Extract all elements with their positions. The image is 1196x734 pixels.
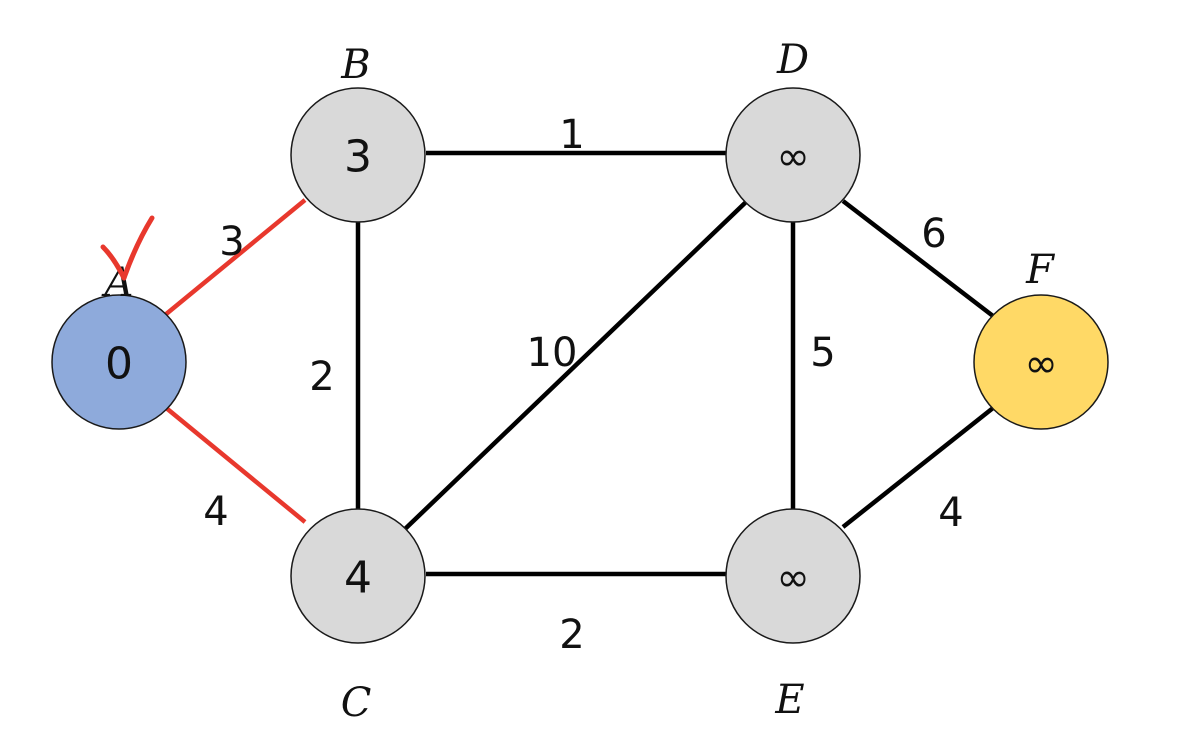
node-distance-f: ∞ [1024, 341, 1057, 387]
node-distance-c: 4 [344, 553, 372, 604]
node-name-c: C [341, 680, 372, 726]
node-f: ∞ [973, 294, 1109, 430]
edge-weight-b-c: 2 [309, 354, 334, 400]
node-e: ∞ [725, 508, 861, 644]
node-a: 0 [51, 294, 187, 430]
node-circle-c [290, 508, 426, 644]
edge-weight-a-b: 3 [219, 219, 244, 265]
node-distance-b: 3 [344, 132, 372, 183]
node-circle-b [290, 87, 426, 223]
edge-weight-c-e: 2 [559, 612, 584, 658]
node-distance-a: 0 [105, 339, 133, 390]
node-b: 3 [290, 87, 426, 223]
edge-weight-e-f: 4 [938, 490, 963, 536]
edge-a-c [163, 405, 307, 524]
edge-d-f [841, 199, 995, 318]
node-circle-a [51, 294, 187, 430]
edge-weight-c-d: 10 [527, 330, 578, 376]
checkmark-icon [100, 215, 155, 281]
node-circle-f [973, 294, 1109, 430]
edge-e-f [841, 406, 995, 529]
edges-layer [163, 150, 995, 577]
edge-weight-b-d: 1 [559, 112, 584, 158]
markers-layer [100, 215, 155, 281]
node-distance-e: ∞ [776, 555, 809, 601]
node-name-d: D [776, 37, 809, 83]
node-name-b: B [340, 42, 370, 88]
edge-c-d [403, 200, 748, 531]
edge-weight-d-e: 5 [810, 330, 835, 376]
node-name-f: F [1025, 247, 1055, 293]
edge-weight-a-c: 4 [203, 489, 228, 535]
edge-weights-layer: 3 4 1 2 10 2 5 6 4 [203, 112, 963, 658]
node-d: ∞ [725, 87, 861, 223]
node-circle-e [725, 508, 861, 644]
node-c: 4 [290, 508, 426, 644]
edge-weight-d-f: 6 [921, 211, 946, 257]
edge-a-b [163, 198, 307, 317]
node-distance-d: ∞ [776, 134, 809, 180]
node-circle-d [725, 87, 861, 223]
nodes-layer: 0 3 4 ∞ ∞ ∞ [51, 87, 1109, 644]
node-name-e: E [774, 677, 804, 723]
